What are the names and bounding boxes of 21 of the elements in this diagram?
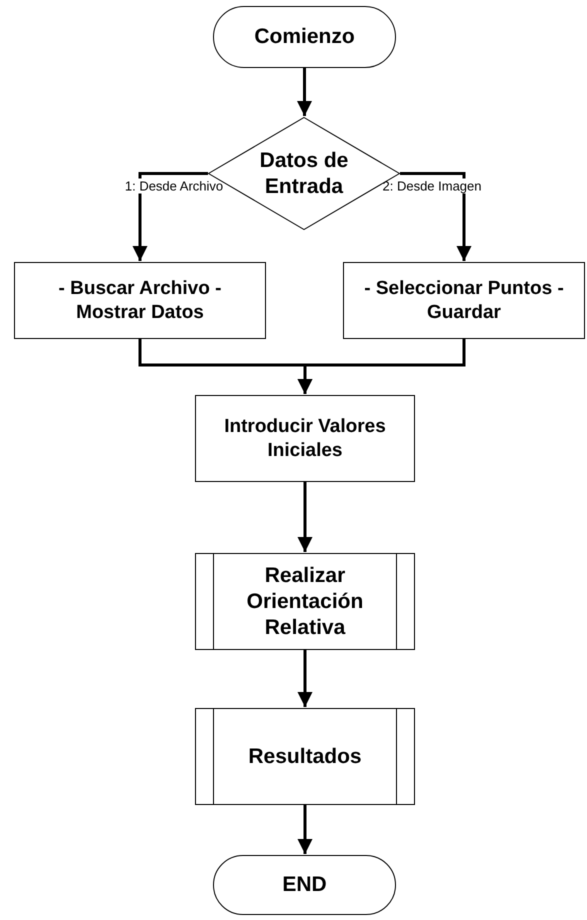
process-box [195, 395, 415, 482]
arrow [298, 339, 466, 394]
edge-label: 1: Desde Archivo [122, 178, 226, 193]
node-text: Resultados [248, 744, 362, 770]
arrow [298, 805, 312, 854]
node-text: END [282, 872, 327, 898]
arrow [298, 650, 312, 707]
arrow [132, 172, 208, 261]
arrow [297, 68, 312, 116]
node-text: Datos de Entrada [258, 148, 350, 200]
node-text: Introducir Valores Iniciales [223, 414, 387, 462]
node-text: Realizar Orientación Relativa [246, 562, 364, 640]
process-box [343, 262, 585, 339]
process-box [14, 262, 266, 339]
arrow [298, 482, 312, 552]
predefined-process-box [195, 708, 415, 805]
node-text: - Seleccionar Puntos - Guardar [363, 276, 565, 324]
arrow [400, 172, 472, 261]
predefined-process-box [195, 553, 415, 650]
node-text: Comienzo [254, 24, 355, 50]
node-text: - Buscar Archivo - Mostrar Datos [58, 276, 222, 324]
